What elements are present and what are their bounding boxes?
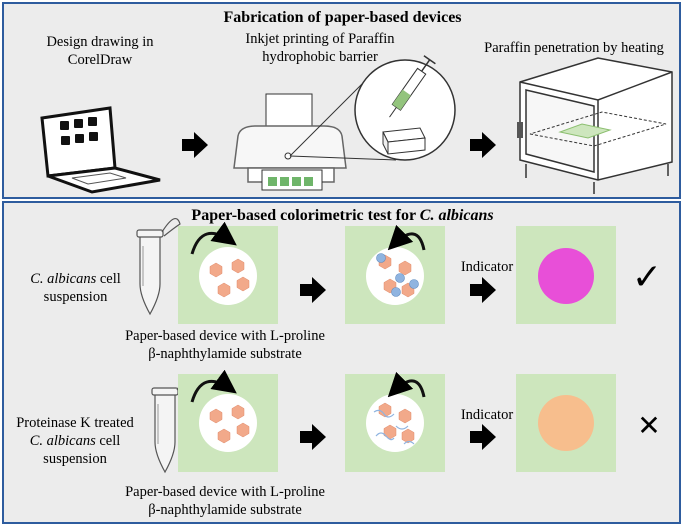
step3-label: Paraffin penetration by heating	[484, 40, 664, 56]
curved-arrow-icon	[190, 369, 237, 403]
check-mark-icon: ✓	[631, 257, 663, 298]
laptop-icon	[40, 106, 161, 194]
arrow-icon	[300, 277, 326, 303]
arrow-icon	[470, 277, 496, 303]
test-zone	[199, 394, 257, 452]
printer-icon	[233, 93, 347, 191]
test-zone	[199, 247, 257, 305]
row1-sample-label: C. albicans cell suspension	[30, 271, 121, 305]
oven-icon	[517, 57, 673, 194]
row2-indicator-label: Indicator	[460, 407, 514, 423]
negative-result-spot	[538, 395, 594, 451]
arrow-icon	[300, 424, 326, 450]
curved-arrow-icon	[387, 224, 426, 251]
colorimetric-title: Paper-based colorimetric test for C. alb…	[191, 207, 494, 224]
cross-mark-icon: ✕	[637, 409, 661, 442]
syringe-icon	[382, 55, 436, 155]
arrow-icon	[470, 424, 496, 450]
tube-icon	[136, 217, 181, 315]
arrow-icon	[182, 132, 208, 158]
positive-result-spot	[538, 248, 594, 304]
curved-arrow-icon	[190, 221, 237, 255]
curved-arrow-icon	[387, 371, 426, 398]
cells-icon	[376, 253, 419, 297]
test-zone	[366, 394, 424, 452]
row2-sample-label: Proteinase K treated C. albicans cell su…	[16, 415, 134, 467]
zoom-circle	[354, 59, 456, 161]
row1-indicator-label: Indicator	[460, 259, 514, 275]
arrow-icon	[470, 132, 496, 158]
digested-cells-icon	[373, 409, 415, 445]
fabrication-title: Fabrication of paper-based devices	[223, 9, 462, 26]
